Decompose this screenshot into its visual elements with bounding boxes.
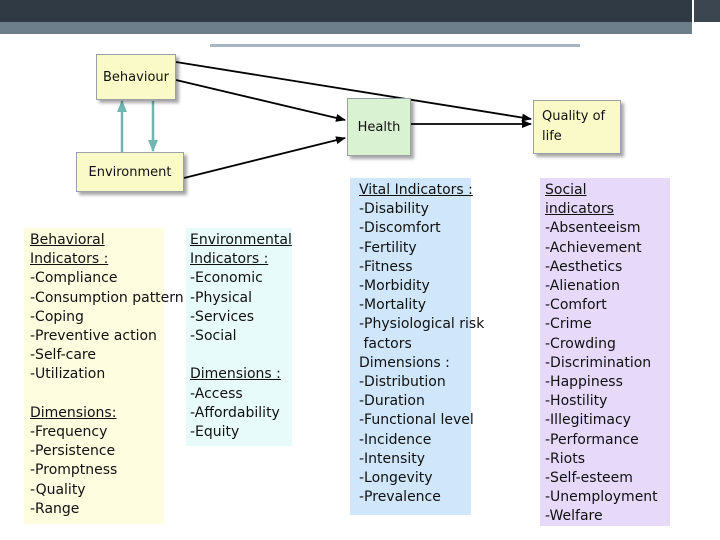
environmental-title-line-2: Indicators : — [190, 251, 269, 268]
list-item: -Mortality — [359, 297, 427, 314]
slide-top-band — [0, 0, 720, 22]
list-item: -Aesthetics — [545, 258, 623, 275]
list-item: -Comfort — [545, 297, 607, 314]
list-item: -Quality — [30, 481, 86, 498]
list-item: -Longevity — [359, 470, 433, 487]
quality-of-life-node: Quality of life — [533, 100, 621, 154]
behavioral-title-line-1: Behavioral — [30, 232, 105, 248]
vital-indicators-panel: Vital Indicators : -Disability -Discomfo… — [350, 178, 485, 515]
list-item: -Discomfort — [359, 220, 441, 237]
spacer — [30, 385, 164, 404]
vital-dimensions-title: Dimensions : — [359, 354, 450, 371]
list-item: -Compliance — [30, 270, 118, 287]
behaviour-label: Behaviour — [103, 69, 169, 85]
list-item: -Preventive action — [30, 328, 157, 345]
arrow-environment-to-health — [183, 136, 346, 179]
list-item: -Alienation — [545, 278, 620, 295]
environmental-indicators-panel: Environmental Indicators : -Economic -Ph… — [186, 228, 292, 446]
quality-of-life-label-line-2: life — [542, 129, 562, 144]
list-item: -Physiological risk — [359, 316, 485, 333]
environmental-dimensions-title: Dimensions : — [190, 366, 281, 383]
list-item: -Disability — [359, 201, 429, 218]
top-bar-dark — [0, 0, 692, 22]
list-item: -Incidence — [359, 431, 432, 448]
list-item: -Social — [190, 328, 237, 345]
list-item: -Utilization — [30, 366, 106, 383]
list-item: -Hostility — [545, 393, 608, 410]
list-item: -Access — [190, 385, 243, 402]
list-item: -Self-esteem — [545, 470, 633, 487]
decorative-line — [210, 44, 580, 47]
list-item: -Welfare — [545, 508, 603, 525]
list-item: -Intensity — [359, 450, 425, 467]
social-indicators-panel: Social indicators -Absenteeism -Achievem… — [540, 178, 670, 526]
environment-node: Environment — [76, 152, 184, 192]
list-item: -Duration — [359, 393, 425, 410]
list-item: -Performance — [545, 431, 639, 448]
list-item: -Illegitimacy — [545, 412, 631, 429]
list-item: -Affordability — [190, 404, 280, 421]
social-title-line-2: indicators — [545, 201, 614, 218]
list-item: -Equity — [190, 424, 240, 441]
behavioral-dimensions-title: Dimensions: — [30, 404, 117, 421]
list-item: -Riots — [545, 450, 586, 467]
list-item: -Absenteeism — [545, 220, 641, 237]
environmental-title-line-1: Environmental — [190, 232, 292, 248]
quality-of-life-label-line-1: Quality of — [542, 109, 606, 124]
behavioral-title-line-2: Indicators : — [30, 251, 109, 268]
arrow-behaviour-to-quality — [175, 61, 532, 122]
list-item: -Achievement — [545, 239, 642, 256]
top-bar-corner — [694, 0, 720, 22]
health-node: Health — [347, 98, 411, 156]
arrow-behaviour-to-health — [175, 79, 346, 122]
list-item: -Physical — [190, 289, 253, 306]
list-item: -Functional level — [359, 412, 474, 429]
list-item: -Fertility — [359, 239, 417, 256]
list-item: -Distribution — [359, 374, 446, 391]
list-item: -Prevalence — [359, 489, 441, 506]
list-item: factors — [359, 335, 412, 352]
health-label: Health — [357, 119, 401, 135]
list-item: -Coping — [30, 308, 84, 325]
list-item: -Crowding — [545, 335, 616, 352]
behavioral-indicators-panel: Behavioral Indicators : -Compliance -Con… — [24, 228, 184, 524]
list-item: -Self-care — [30, 347, 96, 364]
list-item: -Discrimination — [545, 354, 652, 371]
list-item: -Economic — [190, 270, 263, 287]
list-item: -Fitness — [359, 258, 413, 275]
top-bar-slate — [0, 22, 692, 34]
behaviour-node: Behaviour — [96, 54, 176, 100]
list-item: -Consumption pattern — [30, 289, 184, 306]
list-item: -Persistence — [30, 443, 116, 460]
spacer — [190, 346, 292, 365]
list-item: -Unemployment — [545, 489, 658, 506]
list-item: -Morbidity — [359, 278, 430, 295]
list-item: -Frequency — [30, 424, 108, 441]
environment-label: Environment — [88, 164, 172, 180]
vital-title: Vital Indicators : — [359, 182, 473, 198]
social-title-line-1: Social — [545, 182, 587, 198]
list-item: -Promptness — [30, 462, 118, 479]
list-item: -Range — [30, 500, 80, 517]
list-item: -Crime — [545, 316, 592, 333]
list-item: -Services — [190, 308, 255, 325]
list-item: -Happiness — [545, 374, 623, 391]
